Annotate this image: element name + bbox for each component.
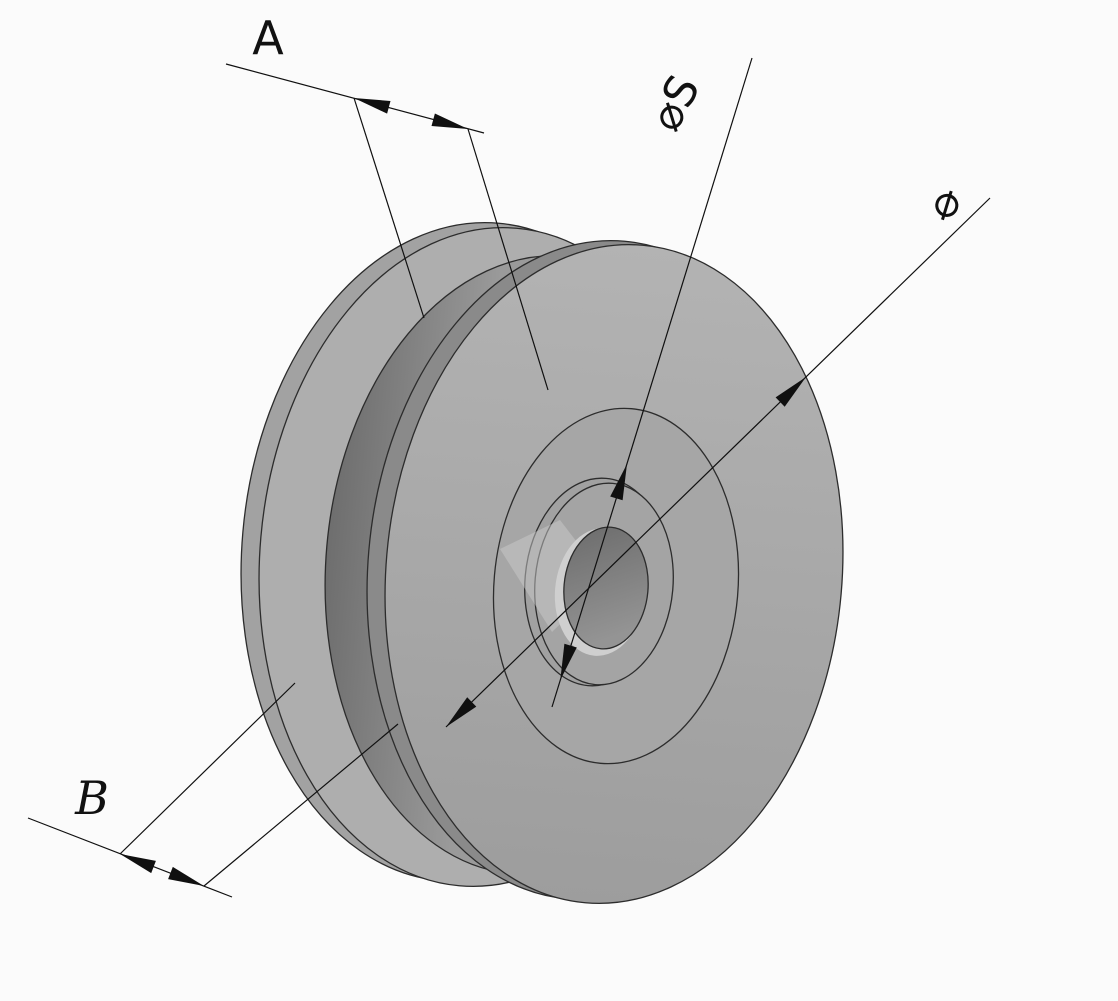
dim-hub-arrowhead-top (610, 464, 627, 501)
dim-b-extension-2 (203, 723, 399, 887)
label-groove-width: A (252, 11, 284, 65)
dimension-b: B (27, 682, 399, 898)
dimension-a: A (225, 11, 549, 391)
dim-a-arrowhead-left (354, 98, 391, 114)
dim-a-extension-2 (467, 128, 549, 391)
dim-b-arrowhead-left (120, 854, 156, 874)
dim-outer-arrowhead-upper (775, 377, 806, 407)
dim-outer-line (445, 197, 991, 728)
label-overall-width: B (74, 771, 109, 825)
dim-b-arrowhead-right (168, 866, 204, 886)
dim-hub-arrowhead-bottom (560, 643, 577, 680)
dim-a-extension-1 (353, 97, 425, 319)
dim-b-extension-1 (119, 682, 296, 855)
dim-hub-line (551, 57, 753, 708)
dim-outer-arrowhead-lower (446, 697, 477, 727)
pulley-body (240, 222, 844, 904)
bore-hole (563, 526, 649, 650)
dim-a-arrowhead-right (431, 113, 468, 129)
